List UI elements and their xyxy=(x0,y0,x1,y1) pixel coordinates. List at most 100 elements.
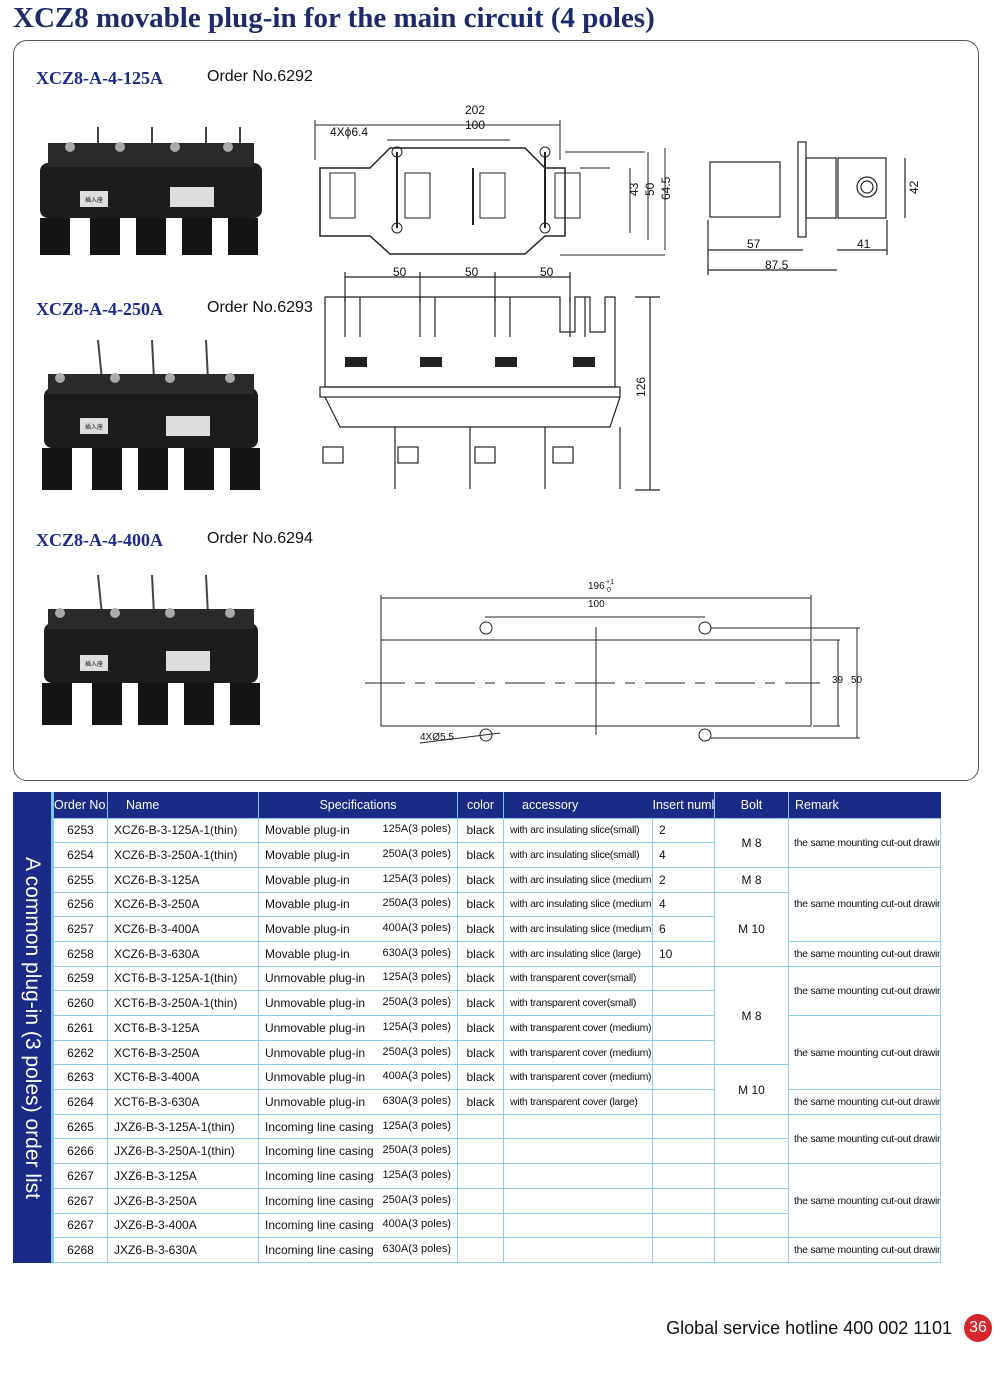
spec-type: Movable plug-in xyxy=(265,946,350,961)
color-cell: black xyxy=(457,866,504,893)
bolt-cell xyxy=(714,1138,789,1165)
bolt-cell xyxy=(714,1187,789,1214)
order-no-cell: 6255 xyxy=(53,866,108,893)
spec-type: Unmovable plug-in xyxy=(265,1094,366,1109)
product-photo: 插入座 xyxy=(42,574,260,725)
spec-type: Unmovable plug-in xyxy=(265,971,366,986)
accessory-cell: with transparent cover (medium) xyxy=(503,1064,653,1091)
spec-rating: 250A(3 poles) xyxy=(382,1144,452,1157)
order-no-cell: 6260 xyxy=(53,990,108,1016)
color-cell xyxy=(457,1237,504,1263)
accessory-cell: with arc insulating slice(small) xyxy=(503,817,653,844)
remark-cell: the same mounting cut-out drawing xyxy=(788,1163,941,1239)
accessory-cell: with transparent cover (large) xyxy=(503,1089,653,1115)
accessory-cell xyxy=(503,1212,653,1239)
insert-number-cell xyxy=(652,1138,715,1165)
spec-type: Incoming line casing xyxy=(265,1243,374,1258)
bolt-cell: M 8 xyxy=(714,866,789,893)
accessory-cell xyxy=(503,1163,653,1189)
spec-rating: 630A(3 poles) xyxy=(382,1094,452,1107)
name-cell: XCZ6-B-3-250A xyxy=(107,891,259,918)
dim-87-5: 87.5 xyxy=(765,258,789,272)
color-cell: black xyxy=(457,1039,504,1066)
order-no-cell: 6254 xyxy=(53,842,108,868)
spec-rating: 630A(3 poles) xyxy=(382,1243,452,1256)
table-side-title-text: A common plug-in (3 poles) order list xyxy=(21,856,44,1199)
spec-rating: 400A(3 poles) xyxy=(382,1070,452,1083)
order-no-cell: 6261 xyxy=(53,1015,108,1041)
spec-rating: 125A(3 poles) xyxy=(382,872,452,885)
color-cell: black xyxy=(457,1064,504,1091)
order-no-cell: 6267 xyxy=(53,1163,108,1189)
order-no-cell: 6264 xyxy=(53,1089,108,1115)
order-no-cell: 6257 xyxy=(53,916,108,942)
name-cell: XCZ6-B-3-125A-1(thin) xyxy=(107,817,259,844)
insert-number-cell xyxy=(652,1163,715,1189)
spec-type: Unmovable plug-in xyxy=(265,996,366,1011)
name-cell: XCT6-B-3-250A xyxy=(107,1039,259,1066)
product-order-no: Order No.6293 xyxy=(207,299,313,316)
accessory-cell: with arc insulating slice (large) xyxy=(503,940,653,967)
table-side-title: A common plug-in (3 poles) order list xyxy=(13,792,53,1263)
bolt-cell xyxy=(714,1113,789,1140)
cutout-drawing: 196 +1 0 100 39 50 4XØ5.5 xyxy=(365,579,863,744)
service-hotline: Global service hotline 400 002 1101 xyxy=(666,1318,952,1338)
order-no-cell: 6267 xyxy=(53,1212,108,1239)
order-no-cell: 6265 xyxy=(53,1113,108,1140)
spec-rating: 125A(3 poles) xyxy=(382,823,452,836)
insert-number-cell xyxy=(652,1015,715,1041)
spec-rating: 250A(3 poles) xyxy=(382,1193,452,1206)
dim-41: 41 xyxy=(857,237,871,251)
name-cell: JXZ6-B-3-250A xyxy=(107,1187,259,1214)
order-no-cell: 6256 xyxy=(53,891,108,918)
dim-126: 126 xyxy=(634,377,648,397)
hole-spec: 4Xϕ6.4 xyxy=(330,125,368,139)
spec-type: Incoming line casing xyxy=(265,1218,374,1233)
name-cell: XCT6-B-3-125A-1(thin) xyxy=(107,965,259,992)
insert-number-cell xyxy=(652,1089,715,1115)
bolt-cell: M 10 xyxy=(714,891,789,967)
color-cell: black xyxy=(457,1089,504,1115)
name-cell: XCT6-B-3-250A-1(thin) xyxy=(107,990,259,1016)
spec-type: Movable plug-in xyxy=(265,848,350,863)
insert-number-cell: 6 xyxy=(652,916,715,942)
color-cell: black xyxy=(457,842,504,868)
order-no-cell: 6266 xyxy=(53,1138,108,1165)
product-order-no: Order No.6292 xyxy=(207,68,313,85)
plate-label-text: 插入座 xyxy=(85,196,103,204)
accessory-cell: with arc insulating slice (medium) xyxy=(503,866,653,893)
order-no-cell: 6258 xyxy=(53,940,108,967)
spec-rating: 125A(3 poles) xyxy=(382,1168,452,1181)
dim-50: 50 xyxy=(851,675,863,686)
accessory-cell xyxy=(503,1187,653,1214)
color-cell: black xyxy=(457,916,504,942)
insert-number-cell xyxy=(652,1064,715,1091)
name-cell: XCZ6-B-3-630A xyxy=(107,940,259,967)
order-no-cell: 6253 xyxy=(53,817,108,844)
dim-196: 196 xyxy=(588,581,605,592)
spec-type: Unmovable plug-in xyxy=(265,1070,366,1085)
spec-type: Movable plug-in xyxy=(265,872,350,887)
plate-label-text: 插入座 xyxy=(85,660,103,668)
spec-rating: 125A(3 poles) xyxy=(382,1119,452,1132)
header-insert-number: Insert number xyxy=(652,792,715,818)
accessory-cell xyxy=(503,1138,653,1165)
name-cell: XCZ6-B-3-250A-1(thin) xyxy=(107,842,259,868)
insert-number-cell xyxy=(652,965,715,992)
insert-number-cell xyxy=(652,1187,715,1214)
name-cell: JXZ6-B-3-125A xyxy=(107,1163,259,1189)
